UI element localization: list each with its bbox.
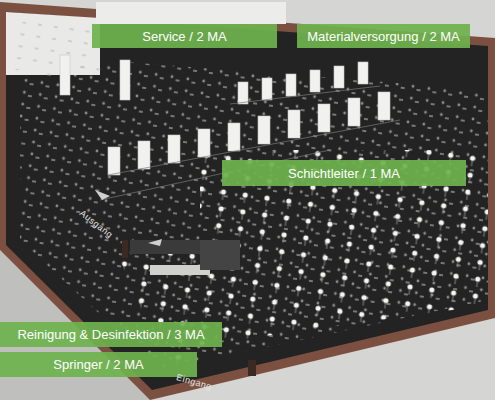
- role-label: Materialversorgung / 2 MA: [307, 29, 459, 44]
- role-band: Springer / 2 MA: [0, 352, 197, 377]
- role-band: Materialversorgung / 2 MA: [297, 24, 470, 48]
- role-label: Reinigung & Desinfektion / 3 MA: [17, 327, 204, 342]
- role-label: Springer / 2 MA: [53, 357, 143, 372]
- role-band: Schichtleiter / 1 MA: [222, 160, 466, 186]
- role-band: Reinigung & Desinfektion / 3 MA: [0, 322, 222, 347]
- role-label: Service / 2 MA: [142, 29, 227, 44]
- role-band: Service / 2 MA: [92, 24, 277, 48]
- role-label: Schichtleiter / 1 MA: [288, 166, 400, 181]
